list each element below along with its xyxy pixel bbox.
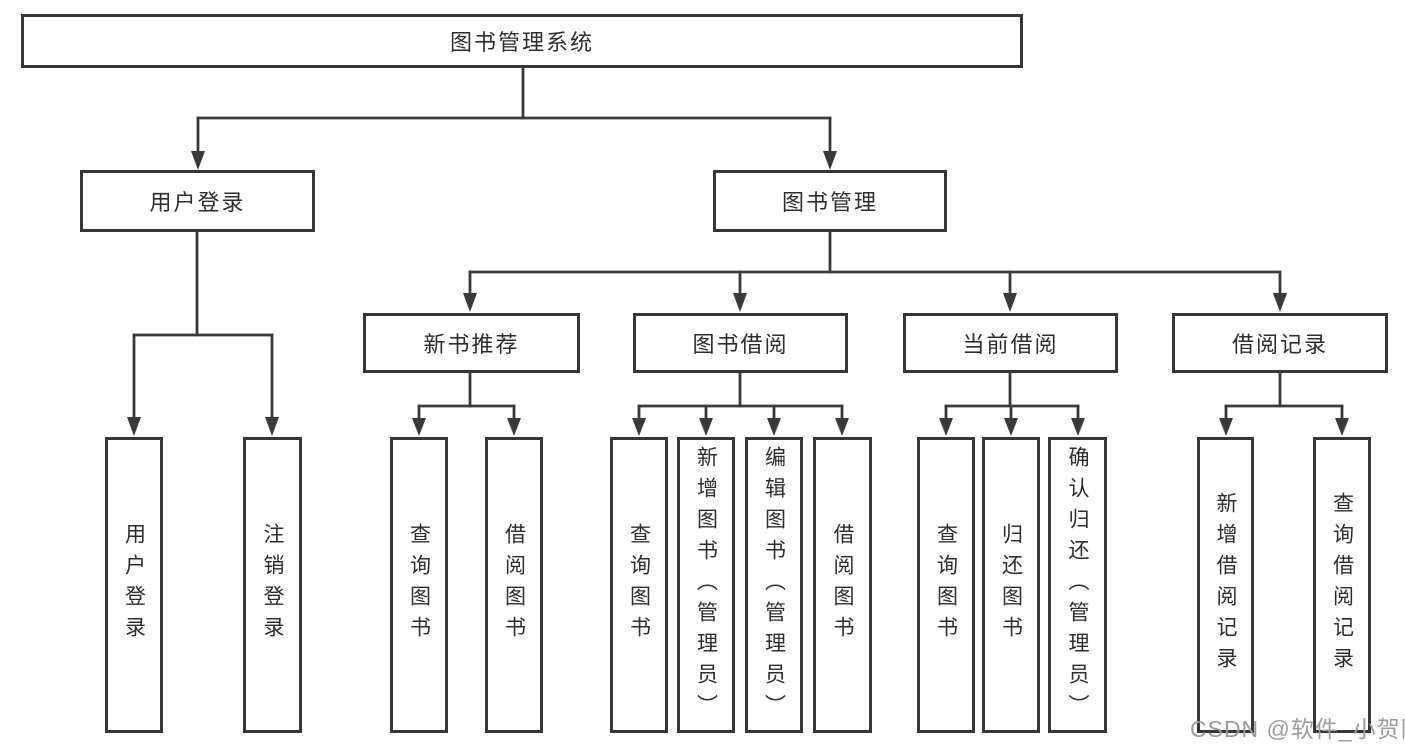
connector-current-to-leaves — [939, 371, 1085, 436]
leaf-records-add-record-label: 新增借阅记录 — [1214, 492, 1237, 678]
leaf-borrowing-add-books-admin-label: 新增图书（管理员） — [694, 445, 718, 725]
leaf-borrowing-query-books: 查询图书 — [610, 437, 668, 733]
leaf-borrowing-edit-books-admin: 编辑图书（管理员） — [745, 437, 803, 733]
leaf-records-query-record: 查询借阅记录 — [1313, 437, 1371, 733]
leaf-records-query-record-label: 查询借阅记录 — [1330, 492, 1354, 678]
connector-recommend-to-leaves — [412, 371, 521, 436]
leaf-recommend-borrow-books-label: 借阅图书 — [502, 523, 526, 647]
leaf-current-query-books: 查询图书 — [917, 437, 975, 733]
node-current-borrowing: 当前借阅 — [903, 313, 1118, 373]
leaf-borrowing-edit-books-admin-label: 编辑图书（管理员） — [762, 445, 786, 725]
node-book-management: 图书管理 — [713, 170, 947, 232]
node-user-login-label: 用户登录 — [149, 190, 246, 215]
node-library-management-system-label: 图书管理系统 — [449, 30, 594, 55]
node-book-borrowing: 图书借阅 — [633, 313, 848, 373]
leaf-borrowing-add-books-admin: 新增图书（管理员） — [677, 437, 735, 733]
leaf-logout: 注销登录 — [243, 437, 302, 733]
node-library-management-system: 图书管理系统 — [21, 14, 1023, 68]
connector-bookmgmt-to-level3 — [463, 230, 1287, 312]
leaf-user-login: 用户登录 — [105, 437, 163, 733]
leaf-borrowing-borrow-books-label: 借阅图书 — [831, 523, 854, 647]
leaf-current-confirm-return-admin: 确认归还（管理员） — [1048, 437, 1107, 733]
leaf-user-login-label: 用户登录 — [122, 523, 146, 647]
node-new-book-recommend: 新书推荐 — [363, 313, 580, 373]
leaf-borrowing-borrow-books: 借阅图书 — [813, 437, 872, 733]
connector-userlogin-to-leaves — [127, 230, 279, 436]
node-book-borrowing-label: 图书借阅 — [692, 332, 789, 357]
leaf-borrowing-query-books-label: 查询图书 — [627, 523, 651, 647]
node-borrowing-records: 借阅记录 — [1172, 313, 1388, 373]
leaf-recommend-borrow-books: 借阅图书 — [485, 437, 543, 733]
csdn-watermark: CSDN @软件_小贺同学 — [1190, 716, 1405, 742]
leaf-current-confirm-return-admin-label: 确认归还（管理员） — [1066, 445, 1089, 725]
connector-borrowing-to-leaves — [632, 371, 849, 436]
leaf-current-query-books-label: 查询图书 — [934, 523, 958, 647]
node-borrowing-records-label: 借阅记录 — [1231, 332, 1328, 357]
leaf-current-return-books: 归还图书 — [982, 437, 1040, 733]
leaf-current-return-books-label: 归还图书 — [999, 523, 1023, 647]
leaf-recommend-query-books-label: 查询图书 — [407, 523, 431, 647]
node-user-login: 用户登录 — [80, 170, 315, 232]
connector-records-to-leaves — [1219, 371, 1349, 436]
node-current-borrowing-label: 当前借阅 — [962, 332, 1059, 357]
node-new-book-recommend-label: 新书推荐 — [423, 332, 520, 357]
node-book-management-label: 图书管理 — [781, 190, 878, 215]
leaf-records-add-record: 新增借阅记录 — [1197, 437, 1254, 733]
connector-root-to-level2 — [191, 66, 837, 170]
leaf-logout-label: 注销登录 — [261, 523, 284, 647]
leaf-recommend-query-books: 查询图书 — [390, 437, 448, 733]
